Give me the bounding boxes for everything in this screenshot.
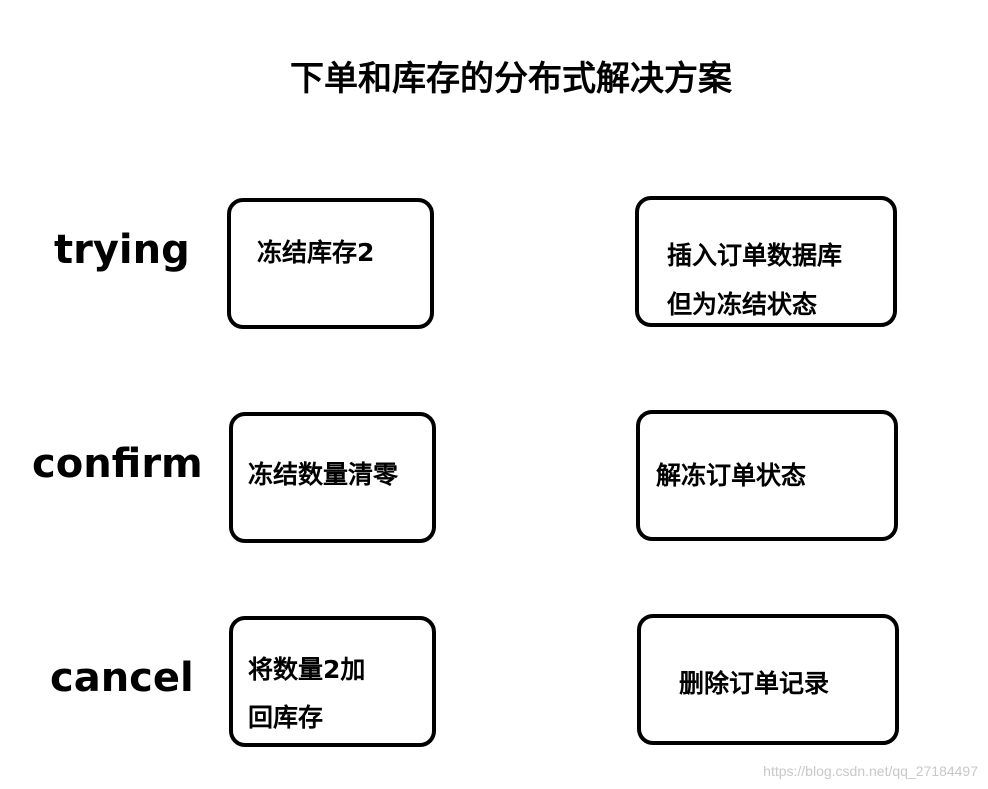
order-trying-line-1: 插入订单数据库 <box>667 241 843 270</box>
phase-label-confirm: confirm <box>32 441 203 487</box>
diagram-title: 下单和库存的分布式解决方案 <box>290 59 732 99</box>
phase-label-trying: trying <box>54 227 190 273</box>
inventory-cancel-box: 将数量2加 回库存 <box>229 616 436 747</box>
inventory-confirm-box: 冻结数量清零 <box>229 412 436 543</box>
phase-label-cancel: cancel <box>50 655 194 701</box>
inventory-cancel-line-1: 将数量2加 <box>248 655 366 684</box>
order-confirm-line-1: 解冻订单状态 <box>656 461 807 490</box>
order-confirm-box: 解冻订单状态 <box>636 410 898 541</box>
inventory-trying-box: 冻结库存2 <box>227 198 434 329</box>
inventory-confirm-line-1: 冻结数量清零 <box>248 460 399 489</box>
order-trying-line-2: 但为冻结状态 <box>667 290 818 319</box>
order-cancel-line-1: 删除订单记录 <box>679 669 830 698</box>
order-cancel-box: 删除订单记录 <box>637 614 899 745</box>
watermark-text: https://blog.csdn.net/qq_27184497 <box>763 763 978 779</box>
order-trying-box: 插入订单数据库 但为冻结状态 <box>635 196 897 327</box>
inventory-cancel-line-2: 回库存 <box>248 703 324 732</box>
inventory-trying-line-1: 冻结库存2 <box>257 238 375 267</box>
